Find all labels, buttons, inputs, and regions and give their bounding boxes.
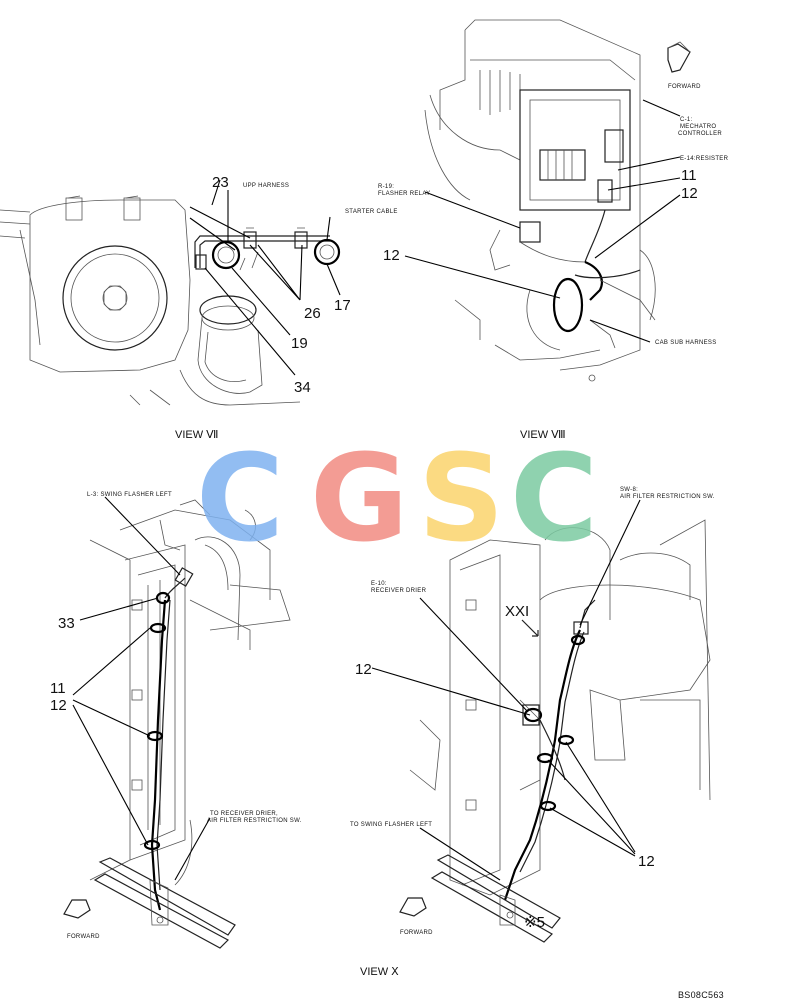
view-20-right-text: SW-8: AIR FILTER RESTRICTION SW. E-10: R… — [350, 487, 724, 1000]
label-forward-bottom-left: FORWARD — [67, 934, 100, 940]
watermark-letter-c1: C — [196, 430, 284, 569]
document-code: BS08C563 — [678, 990, 724, 1000]
label-e10-line2: RECEIVER DRIER — [371, 588, 427, 594]
view-16-text: 23 UPP HARNESS STARTER CABLE 26 17 19 34… — [175, 174, 398, 441]
watermark-letter-g: G — [310, 430, 409, 569]
view-16-leaders — [189, 179, 341, 376]
callout-12-bottom-mid: 12 — [355, 661, 372, 678]
view-20-left-drawing — [63, 499, 291, 949]
callout-xxi: XXI — [505, 603, 529, 620]
callout-34: 34 — [294, 379, 311, 396]
label-l3: L-3: SWING FLASHER LEFT — [87, 492, 172, 498]
view-20-left-text: L-3: SWING FLASHER LEFT 33 11 12 TO RECE… — [50, 492, 302, 940]
view-16-drawing — [0, 195, 341, 406]
view-20-right-leaders — [371, 499, 641, 881]
label-c1: C-1: — [680, 117, 693, 123]
callout-12-top-left: 12 — [383, 247, 400, 264]
label-to-receiver: TO RECEIVER DRIER, — [210, 811, 278, 817]
callout-26: 26 — [304, 305, 321, 322]
callout-12-top-right: 12 — [681, 185, 698, 202]
callout-17: 17 — [334, 297, 351, 314]
view-title-16: VIEW Ⅶ — [175, 429, 218, 441]
callout-19: 19 — [291, 335, 308, 352]
label-r19: R-19: — [378, 184, 394, 190]
label-c1-line3: CONTROLLER — [678, 131, 722, 137]
label-sw8-line2: AIR FILTER RESTRICTION SW. — [620, 494, 715, 500]
callout-33: 33 — [58, 615, 75, 632]
callout-12-bottom-left: 12 — [50, 697, 67, 714]
callout-12-bottom-right: 12 — [638, 853, 655, 870]
watermark-letter-c2: C — [510, 430, 598, 569]
label-r19-line2: FLASHER RELAY — [378, 191, 430, 197]
label-forward-bottom-right: FORWARD — [400, 930, 433, 936]
callout-11-bottom: 11 — [50, 680, 66, 697]
view-title-17: VIEW Ⅷ — [520, 429, 566, 441]
view-17-drawing — [424, 19, 691, 382]
view-17-text: FORWARD C-1: MECHATRO CONTROLLER E-14:RE… — [378, 84, 729, 441]
callout-x5: ※5 — [524, 914, 545, 931]
label-sw8: SW-8: — [620, 487, 638, 493]
label-c1-line2: MECHATRO — [680, 124, 716, 130]
view-20-left-leaders — [72, 496, 211, 881]
view-title-20: VIEW Ⅹ — [360, 966, 399, 978]
label-e10: E-10: — [371, 581, 387, 587]
label-upp-harness: UPP HARNESS — [243, 183, 289, 189]
view-20-right-drawing — [399, 519, 711, 943]
callout-11-top: 11 — [681, 167, 697, 184]
label-forward-top: FORWARD — [668, 84, 701, 90]
label-cab-sub-harness: CAB SUB HARNESS — [655, 340, 717, 346]
view-17-leaders — [404, 99, 681, 343]
watermark-letter-s: S — [418, 430, 504, 569]
callout-23: 23 — [212, 174, 229, 191]
label-to-swing: TO SWING FLASHER LEFT — [350, 822, 432, 828]
label-e14: E-14:RESISTER — [680, 156, 729, 162]
cgsc-watermark: C G S C — [196, 430, 598, 569]
label-to-receiver-line2: AIR FILTER RESTRICTION SW. — [207, 818, 302, 824]
label-starter-cable: STARTER CABLE — [345, 209, 398, 215]
